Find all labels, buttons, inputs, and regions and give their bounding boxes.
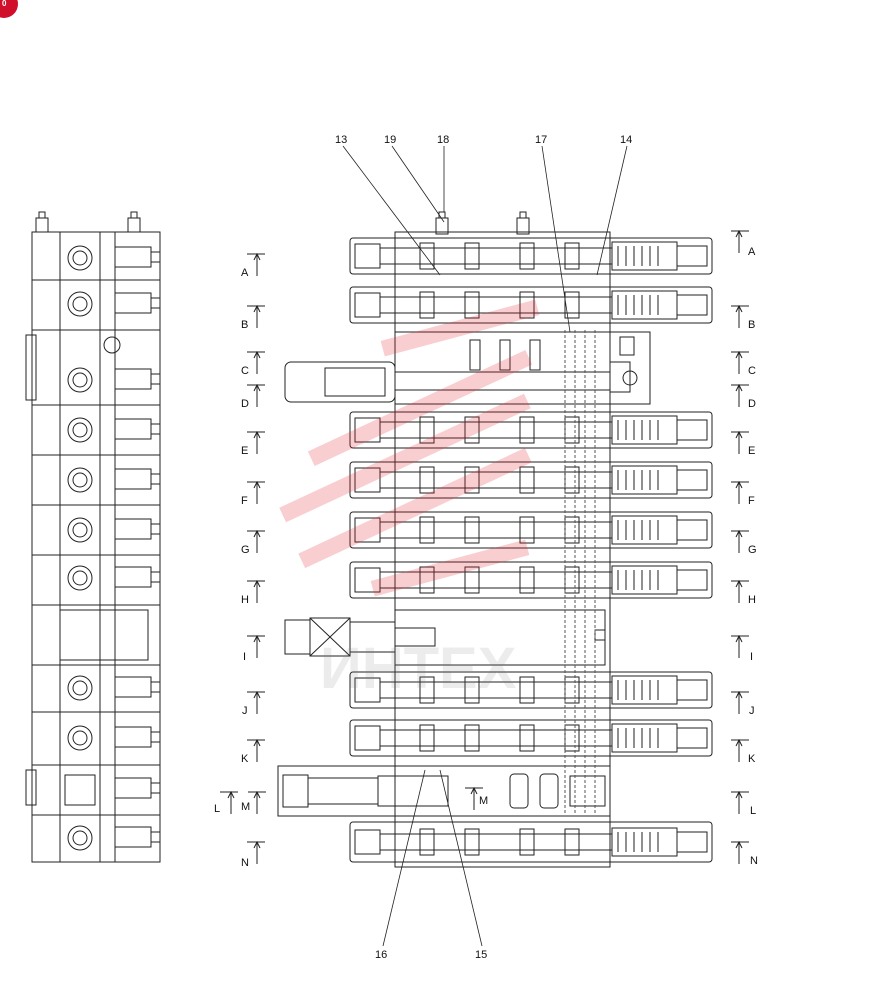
sec-right-C: C: [748, 365, 756, 377]
sec-right-G: G: [748, 544, 757, 556]
sec-left-E: E: [241, 445, 248, 457]
sec-right-B: B: [748, 319, 755, 331]
sec-right-F: F: [748, 495, 755, 507]
sec-left-K: K: [241, 753, 249, 765]
sec-left-C: C: [241, 365, 249, 377]
corner-badge-text: 0: [2, 0, 7, 8]
callout-15: 15: [475, 949, 487, 961]
watermark-text: ИНТЕХ: [320, 636, 517, 701]
main-section-view: [277, 211, 713, 868]
side-view: [25, 211, 161, 863]
callout-19: 19: [384, 134, 396, 146]
sec-left-M: M: [241, 801, 250, 813]
corner-badge: 0: [0, 0, 18, 18]
sec-left-N: N: [241, 857, 249, 869]
sec-left-D: D: [241, 398, 249, 410]
sec-right-L: L: [750, 805, 756, 817]
section-arrows-left: [220, 252, 483, 864]
sec-right-E: E: [748, 445, 755, 457]
callout-13: 13: [335, 134, 347, 146]
callout-16: 16: [375, 949, 387, 961]
callout-14: 14: [620, 134, 632, 146]
section-arrows-right: [731, 229, 749, 864]
sec-right-I: I: [750, 651, 753, 663]
callouts: 13 19 18 17 14 16 15: [335, 134, 632, 961]
sec-inner-M: M: [479, 795, 488, 807]
sec-right-D: D: [748, 398, 756, 410]
section-labels-right: A B C D E F G H I J K L N: [748, 246, 758, 867]
sec-left-L: L: [214, 803, 220, 815]
sec-right-J: J: [749, 705, 755, 717]
sec-left-F: F: [241, 495, 248, 507]
sec-left-B: B: [241, 319, 248, 331]
section-labels-left: A B C D E F G H I J K L M N M: [214, 267, 488, 869]
sec-right-A: A: [748, 246, 756, 258]
callout-18: 18: [437, 134, 449, 146]
sec-left-A: A: [241, 267, 249, 279]
sec-left-G: G: [241, 544, 250, 556]
callout-17: 17: [535, 134, 547, 146]
sec-right-H: H: [748, 594, 756, 606]
leader-lines: [342, 145, 628, 947]
watermark-logo: ИНТЕХ: [279, 299, 540, 701]
sec-right-K: K: [748, 753, 756, 765]
sec-left-I: I: [243, 651, 246, 663]
sec-left-J: J: [242, 705, 248, 717]
sec-left-H: H: [241, 594, 249, 606]
sec-right-N: N: [750, 855, 758, 867]
